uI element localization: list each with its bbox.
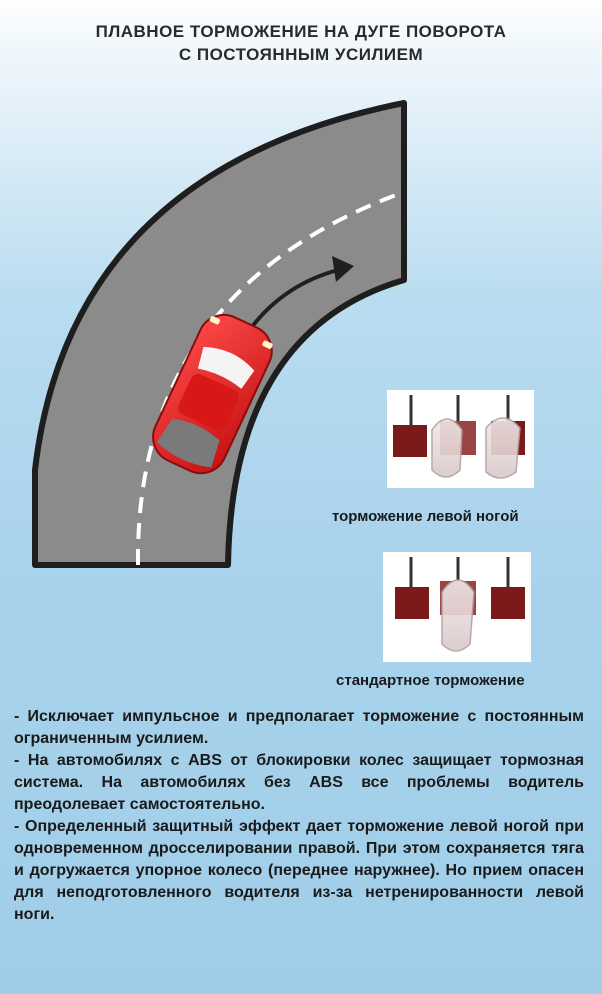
direction-arrow-icon	[246, 256, 354, 334]
page-title: ПЛАВНОЕ ТОРМОЖЕНИЕ НА ДУГЕ ПОВОРОТА С ПО…	[0, 20, 602, 66]
paragraph-1: - Исключает импульсное и предполагает то…	[14, 708, 584, 747]
pedals-standard-icon	[383, 552, 531, 662]
caption-left-foot-braking: торможение левой ногой	[332, 508, 519, 525]
paragraph-3: - Определенный защитный эффект дает торм…	[14, 818, 584, 923]
title-line-2: С ПОСТОЯННЫМ УСИЛИЕМ	[178, 45, 424, 64]
caption-standard-braking: стандартное торможение	[336, 672, 525, 689]
title-line-1: ПЛАВНОЕ ТОРМОЖЕНИЕ НА ДУГЕ ПОВОРОТА	[95, 22, 507, 41]
paragraph-2: - На автомобилях с ABS от блокировки кол…	[14, 752, 584, 813]
red-car-icon	[152, 313, 273, 475]
description-text: - Исключает импульсное и предполагает то…	[14, 706, 584, 926]
pedals-left-foot-icon	[387, 390, 534, 488]
